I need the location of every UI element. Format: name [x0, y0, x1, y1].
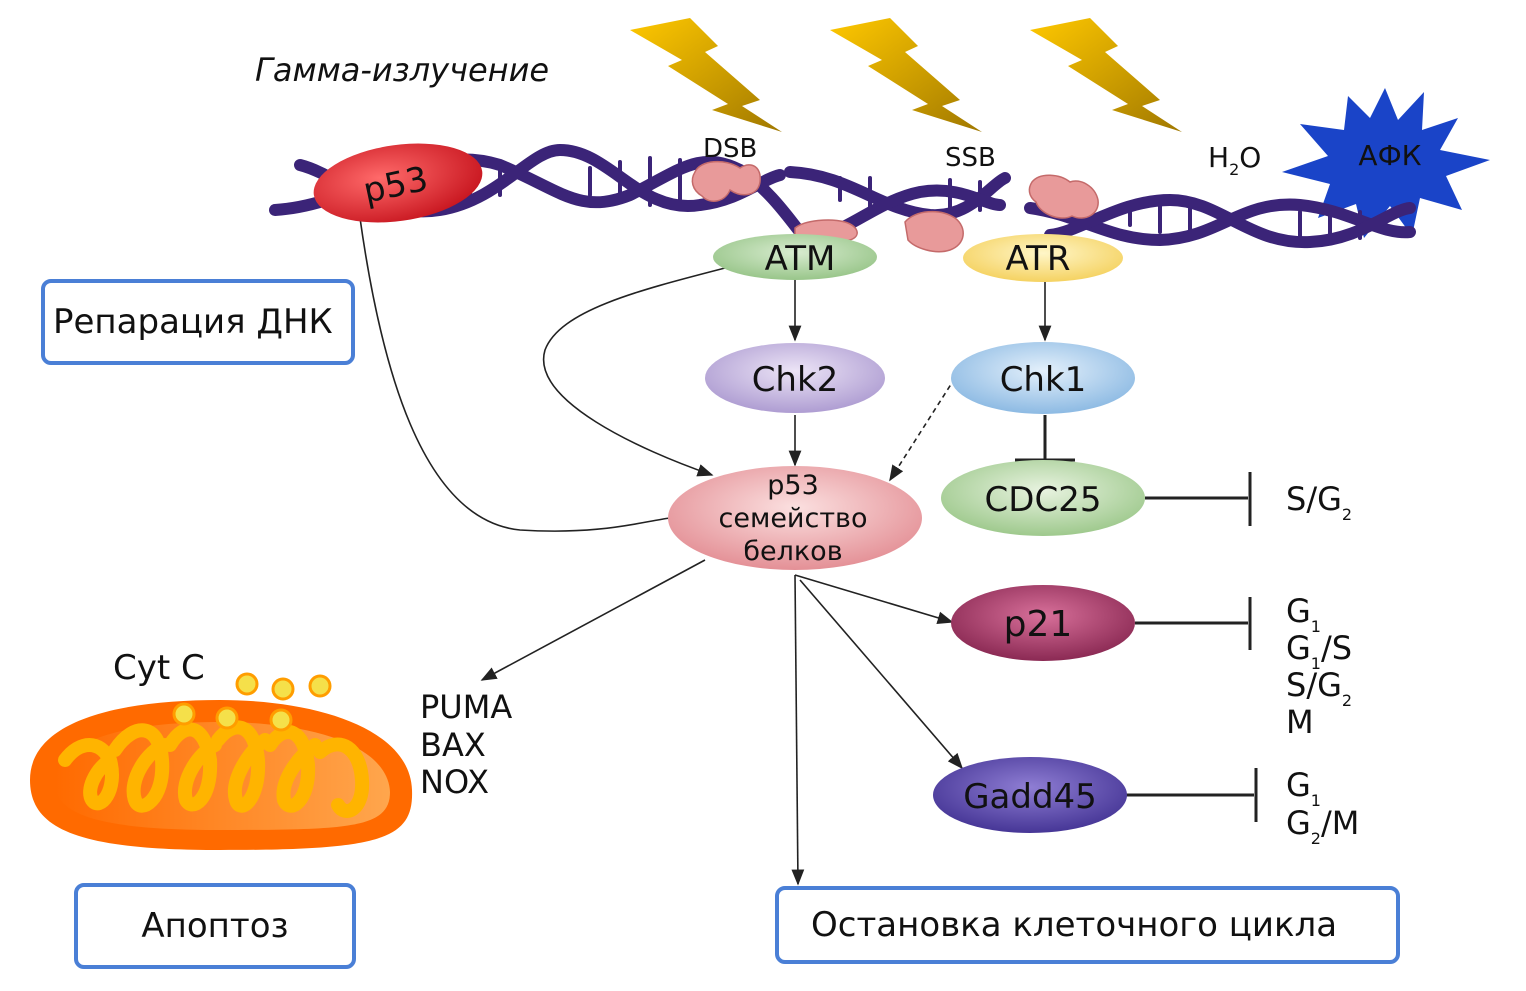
cdc25-phase-labels: S/G2 [1286, 480, 1352, 524]
h2o-label: H2O [1208, 141, 1261, 179]
lightning-icon [830, 18, 982, 132]
phase-label: G1 [1286, 766, 1321, 810]
afk-label: АФК [1358, 139, 1421, 172]
cell-cycle-arrest-label: Остановка клеточного цикла [811, 905, 1338, 945]
cytc-label: Cyt C [113, 648, 205, 688]
dna-repair-box: Репарация ДНК [41, 279, 355, 365]
svg-text:Chk2: Chk2 [752, 360, 839, 400]
gadd45-node: Gadd45 [933, 757, 1127, 833]
gamma-label: Гамма-излучение [255, 51, 549, 89]
svg-text:CDC25: CDC25 [985, 480, 1102, 520]
chk2-node: Chk2 [705, 343, 885, 413]
svg-text:ATM: ATM [765, 239, 836, 279]
cell-cycle-arrest-box: Остановка клеточного цикла [775, 886, 1400, 964]
phase-label: G1/S [1286, 629, 1352, 673]
chk1-node: Chk1 [951, 342, 1135, 414]
dsb-label: DSB [703, 134, 757, 164]
ssb-label: SSB [945, 143, 996, 173]
phase-label: S/G2 [1286, 666, 1352, 710]
svg-text:p21: p21 [1004, 604, 1073, 645]
phase-label: S/G2 [1286, 480, 1352, 524]
svg-text:ATR: ATR [1005, 239, 1070, 279]
atm-node: ATM [713, 234, 877, 280]
svg-text:белков: белков [743, 536, 842, 567]
p21-node: p21 [951, 585, 1135, 661]
apoptosis-box: Апоптоз [74, 883, 356, 969]
svg-text:p53: p53 [767, 470, 819, 501]
bax-label: BAX [420, 726, 486, 764]
p53-family-node: p53 семейство белков [668, 466, 922, 570]
phase-label: M [1286, 703, 1314, 741]
damage-protein-blob [691, 160, 1099, 253]
afk-burst-icon [1282, 88, 1490, 238]
phase-label: G2/M [1286, 804, 1359, 848]
cdc25-node: CDC25 [941, 460, 1145, 536]
dna-repair-label: Репарация ДНК [53, 302, 333, 342]
atr-node: ATR [963, 234, 1123, 282]
nox-label: NOX [420, 763, 489, 801]
apoptosis-label: Апоптоз [141, 906, 289, 946]
svg-text:Chk1: Chk1 [1000, 360, 1087, 400]
phase-label: G1 [1286, 592, 1321, 636]
p53-dna-node: p53 [313, 143, 483, 223]
mitochondrion-icon [30, 672, 413, 850]
connector-lines [359, 217, 1258, 886]
lightning-icon [1030, 18, 1182, 132]
svg-text:Gadd45: Gadd45 [963, 777, 1097, 817]
puma-label: PUMA [420, 688, 512, 726]
svg-text:семейство: семейство [719, 503, 868, 534]
lightning-icon [630, 18, 782, 132]
